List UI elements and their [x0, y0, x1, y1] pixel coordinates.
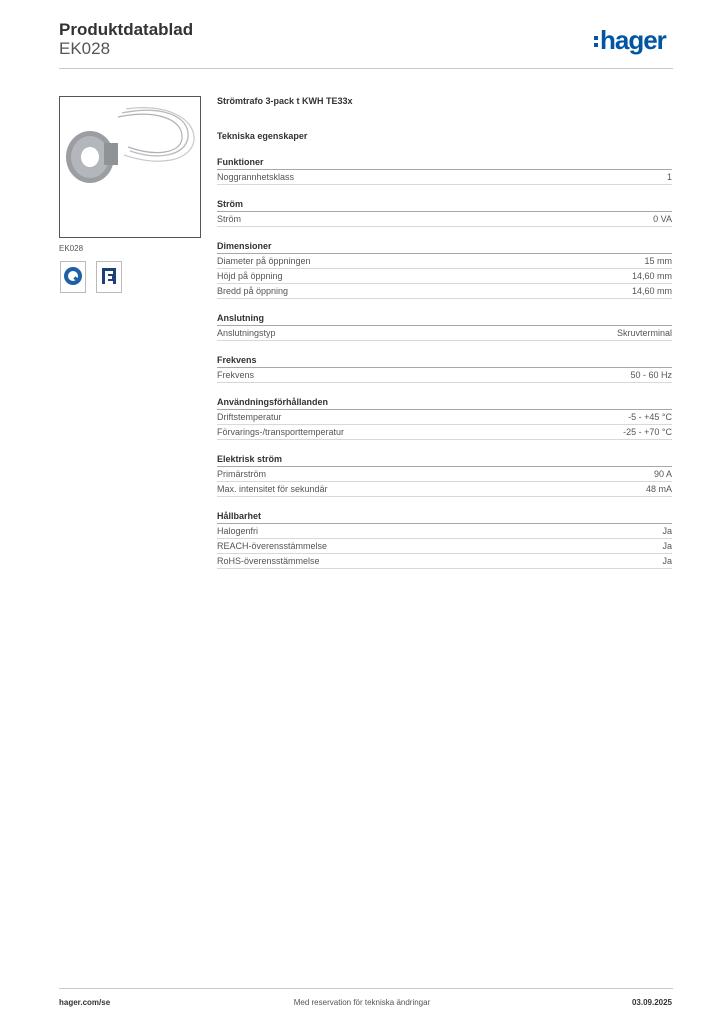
spec-row: Halogenfri Ja [217, 524, 672, 539]
spec-row: Anslutningstyp Skruvterminal [217, 326, 672, 341]
spec-row: REACH-överensstämmelse Ja [217, 539, 672, 554]
spec-row: Max. intensitet för sekundär 48 mA [217, 482, 672, 497]
spec-value: 14,60 mm [631, 286, 672, 296]
spec-row: Bredd på öppning 14,60 mm [217, 284, 672, 299]
spec-value: Ja [662, 526, 672, 536]
spec-label: REACH-överensstämmelse [217, 541, 328, 551]
spec-value: Ja [662, 556, 672, 566]
product-image [59, 96, 201, 238]
spec-label: Frekvens [217, 370, 255, 380]
spec-label: Noggrannhetsklass [217, 172, 295, 182]
spec-value: 50 - 60 Hz [630, 370, 672, 380]
spec-label: Bredd på öppning [217, 286, 289, 296]
spec-value: -25 - +70 °C [623, 427, 672, 437]
spec-value: Skruvterminal [616, 328, 672, 338]
spec-group-title: Anslutning [217, 312, 672, 326]
spec-group: Användningsförhållanden Driftstemperatur… [217, 396, 672, 440]
hager-logo: hager [594, 25, 667, 55]
quality-certificate-icon [60, 261, 86, 293]
spec-group-title: Frekvens [217, 354, 672, 368]
spec-group-title: Dimensioner [217, 240, 672, 254]
spec-label: Höjd på öppning [217, 271, 283, 281]
spec-group-title: Hållbarhet [217, 510, 672, 524]
spec-label: Anslutningstyp [217, 328, 276, 338]
spec-value: -5 - +45 °C [628, 412, 672, 422]
spec-row: Driftstemperatur -5 - +45 °C [217, 410, 672, 425]
spec-value: Ja [662, 541, 672, 551]
spec-group: Dimensioner Diameter på öppningen 15 mm H… [217, 240, 672, 299]
spec-value: 48 mA [645, 484, 672, 494]
spec-label: Halogenfri [217, 526, 259, 536]
product-image-caption: EK028 [59, 244, 84, 253]
product-name: Strömtrafo 3-pack t KWH TE33x [217, 96, 353, 106]
spec-row: Höjd på öppning 14,60 mm [217, 269, 672, 284]
spec-label: RoHS-överensstämmelse [217, 556, 320, 566]
spec-group: Frekvens Frekvens 50 - 60 Hz [217, 354, 672, 383]
specs-table: Funktioner Noggrannhetsklass 1 Ström Strö… [217, 156, 672, 582]
spec-group-title: Ström [217, 198, 672, 212]
footer-date: 03.09.2025 [631, 998, 672, 1007]
spec-row: Noggrannhetsklass 1 [217, 170, 672, 185]
spec-value: 90 A [653, 469, 672, 479]
document-subtitle: EK028 [59, 39, 111, 58]
spec-label: Driftstemperatur [217, 412, 282, 422]
spec-group: Elektrisk ström Primärström 90 A Max. int… [217, 453, 672, 497]
spec-value: 14,60 mm [631, 271, 672, 281]
spec-group-title: Elektrisk ström [217, 453, 672, 467]
document-title: Produktdatablad [59, 20, 194, 39]
spec-row: Primärström 90 A [217, 467, 672, 482]
spec-label: Max. intensitet för sekundär [217, 484, 328, 494]
footer-disclaimer: Med reservation för tekniska ändringar [293, 998, 431, 1007]
spec-label: Förvarings-/transporttemperatur [217, 427, 345, 437]
spec-row: RoHS-överensstämmelse Ja [217, 554, 672, 569]
epd-certificate-icon [96, 261, 122, 293]
spec-label: Diameter på öppningen [217, 256, 311, 266]
spec-row: Ström 0 VA [217, 212, 672, 227]
footer-website-link[interactable]: hager.com/se [59, 998, 111, 1007]
spec-group: Ström Ström 0 VA [217, 198, 672, 227]
spec-group-title: Funktioner [217, 156, 672, 170]
spec-value: 15 mm [644, 256, 672, 266]
logo-text: hager [600, 25, 667, 55]
spec-group: Funktioner Noggrannhetsklass 1 [217, 156, 672, 185]
spec-row: Frekvens 50 - 60 Hz [217, 368, 672, 383]
spec-group-title: Användningsförhållanden [217, 396, 672, 410]
specs-heading: Tekniska egenskaper [217, 131, 308, 141]
header-divider [59, 68, 673, 69]
footer-divider [59, 988, 673, 989]
spec-row: Förvarings-/transporttemperatur -25 - +70… [217, 425, 672, 440]
spec-group: Anslutning Anslutningstyp Skruvterminal [217, 312, 672, 341]
spec-label: Primärström [217, 469, 266, 479]
spec-label: Ström [217, 214, 242, 224]
logo-dots-icon [594, 36, 598, 47]
spec-row: Diameter på öppningen 15 mm [217, 254, 672, 269]
spec-value: 0 VA [653, 214, 672, 224]
spec-value: 1 [666, 172, 672, 182]
